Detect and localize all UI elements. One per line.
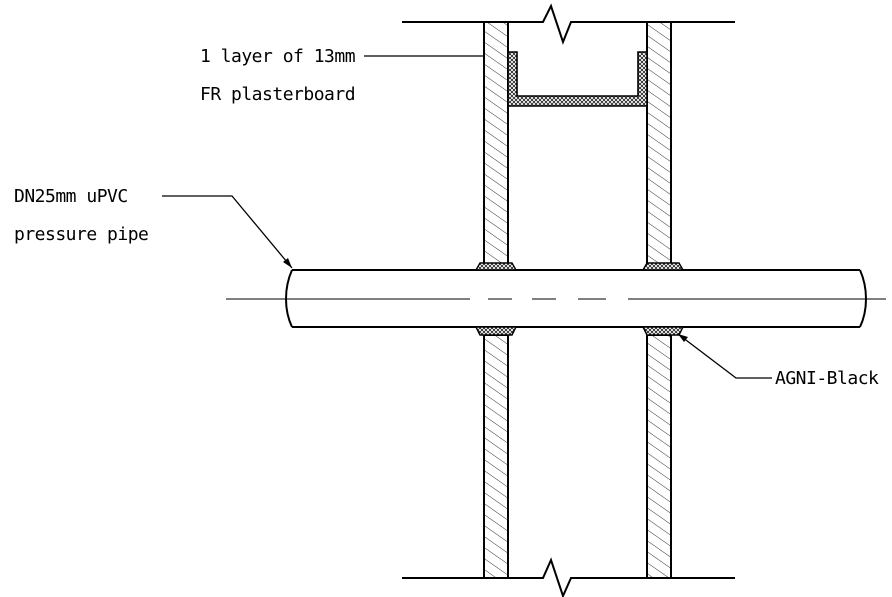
bottom-break-line (402, 557, 735, 597)
label-plasterboard-line1: 1 layer of 13mm (200, 46, 355, 67)
label-pipe-line2: pressure pipe (14, 224, 148, 245)
steel-channel-track (507, 51, 648, 107)
label-pipe-line1: DN25mm uPVC (14, 186, 128, 207)
label-sealant: AGNI-Black (775, 368, 879, 389)
left-plasterboard-wall (483, 21, 509, 579)
label-plasterboard-line2: FR plasterboard (200, 84, 355, 105)
sealant-beads (474, 262, 685, 336)
leader-sealant (677, 333, 772, 379)
leader-pipe (162, 195, 293, 269)
top-break-line (402, 3, 735, 45)
right-plasterboard-wall (646, 21, 672, 579)
